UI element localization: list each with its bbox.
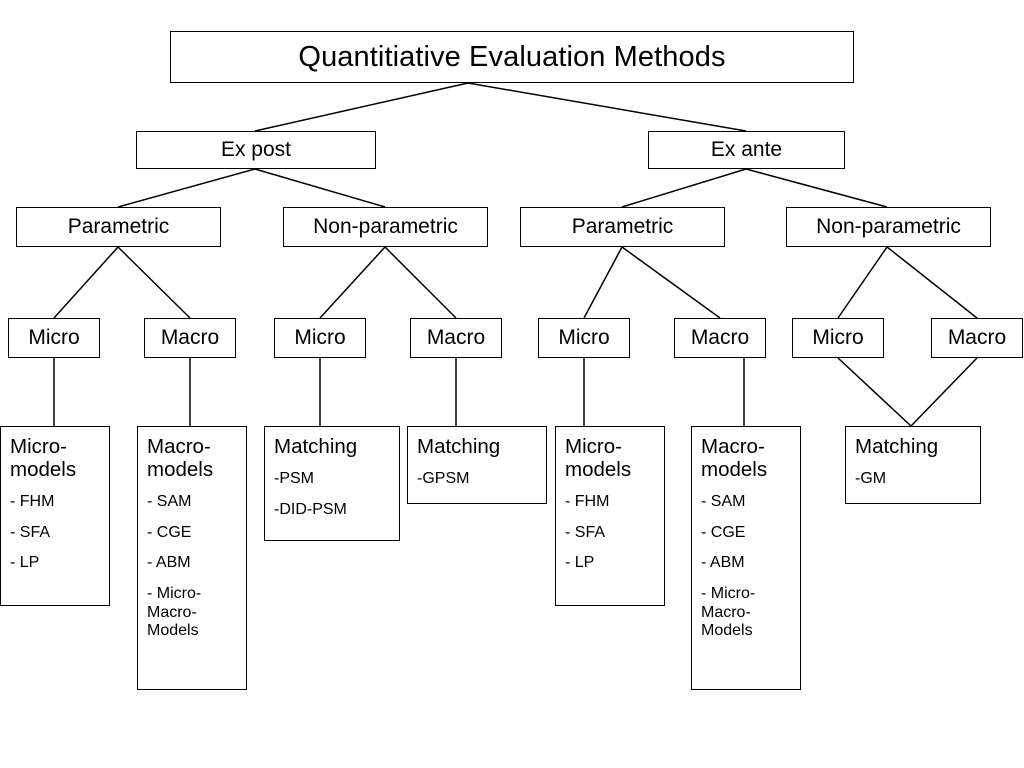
node-title[interactable]: Quantitiative Evaluation Methods <box>170 31 854 83</box>
leaf-item: -PSM <box>274 470 314 488</box>
node-exante-nonparam-micro-label: Micro <box>812 326 864 349</box>
node-expost-param-micro-label: Micro <box>28 326 80 349</box>
leaf-item: - SAM <box>701 493 746 511</box>
node-exante-parametric-label: Parametric <box>571 215 674 238</box>
node-exante-nonparametric[interactable]: Non-parametric <box>786 207 991 247</box>
leaf-item: - ABM <box>147 554 191 572</box>
node-ex-ante[interactable]: Ex ante <box>648 131 845 169</box>
leaf-item: - Micro- Macro- Models <box>147 584 202 640</box>
node-exante-parametric[interactable]: Parametric <box>520 207 725 247</box>
leaf-item: - ABM <box>701 554 745 572</box>
node-exante-nonparam-macro-label: Macro <box>947 326 1007 349</box>
leaf-item: - SFA <box>10 523 51 541</box>
node-expost-nonparam-macro-label: Macro <box>426 326 486 349</box>
node-exante-param-macro[interactable]: Macro <box>674 318 766 358</box>
connector-micro4-to-matching <box>837 357 912 427</box>
leaf-item: - Micro- Macro- Models <box>701 584 756 640</box>
node-expost-param-micro[interactable]: Micro <box>8 318 100 358</box>
leaf-item: -GPSM <box>417 470 470 488</box>
leaf-title: Micro- models <box>565 435 632 482</box>
node-expost-parametric-label: Parametric <box>67 215 170 238</box>
node-expost-nonparametric-label: Non-parametric <box>313 215 458 238</box>
leaf-item: - FHM <box>565 493 610 511</box>
leaf-expost-param-micro-models[interactable]: Micro- models - FHM - SFA - LP <box>0 426 110 606</box>
leaf-expost-nonparam-macro-matching[interactable]: Matching -GPSM <box>407 426 547 504</box>
connector-param2-to-micro <box>583 246 623 319</box>
connector-exante-to-nonparametric <box>745 168 888 208</box>
node-ex-ante-label: Ex ante <box>710 138 783 161</box>
connector-title-to-expost <box>254 82 469 132</box>
node-expost-nonparametric[interactable]: Non-parametric <box>283 207 488 247</box>
leaf-item: - LP <box>565 554 595 572</box>
node-exante-nonparam-macro[interactable]: Macro <box>931 318 1023 358</box>
leaf-title: Micro- models <box>10 435 77 482</box>
leaf-item: -DID-PSM <box>274 500 347 518</box>
leaf-title: Matching <box>855 435 939 458</box>
leaf-item: - FHM <box>10 493 55 511</box>
node-ex-post-label: Ex post <box>220 138 292 161</box>
node-title-label: Quantitiative Evaluation Methods <box>298 40 726 73</box>
leaf-item: - CGE <box>701 523 746 541</box>
connector-param1-to-micro <box>53 246 119 319</box>
node-expost-param-macro[interactable]: Macro <box>144 318 236 358</box>
connector-param2-to-macro <box>621 246 721 319</box>
node-ex-post[interactable]: Ex post <box>136 131 376 169</box>
connector-exante-to-parametric <box>621 168 747 208</box>
node-exante-param-macro-label: Macro <box>690 326 750 349</box>
leaf-expost-nonparam-micro-matching[interactable]: Matching -PSM -DID-PSM <box>264 426 400 541</box>
leaf-item: - LP <box>10 554 40 572</box>
leaf-title: Matching <box>274 435 358 458</box>
leaf-expost-param-macro-models[interactable]: Macro- models - SAM - CGE - ABM - Micro-… <box>137 426 247 690</box>
leaf-exante-param-macro-models[interactable]: Macro- models - SAM - CGE - ABM - Micro-… <box>691 426 801 690</box>
node-exante-nonparam-micro[interactable]: Micro <box>792 318 884 358</box>
node-exante-nonparametric-label: Non-parametric <box>816 215 961 238</box>
connector-nonparam1-to-micro <box>319 246 386 319</box>
connector-expost-to-parametric <box>117 168 256 208</box>
leaf-item: - CGE <box>147 523 192 541</box>
node-exante-param-micro-label: Micro <box>558 326 610 349</box>
connector-param1-to-macro <box>117 246 191 319</box>
leaf-item: - SFA <box>565 523 606 541</box>
node-exante-param-micro[interactable]: Micro <box>538 318 630 358</box>
node-expost-nonparam-micro[interactable]: Micro <box>274 318 366 358</box>
node-expost-nonparam-macro[interactable]: Macro <box>410 318 502 358</box>
leaf-item: - SAM <box>147 493 192 511</box>
connector-nonparam2-to-micro <box>837 246 888 319</box>
connector-expost-to-nonparametric <box>254 168 386 208</box>
leaf-exante-nonparam-matching[interactable]: Matching -GM <box>845 426 981 504</box>
leaf-exante-param-micro-models[interactable]: Micro- models - FHM - SFA - LP <box>555 426 665 606</box>
node-expost-parametric[interactable]: Parametric <box>16 207 221 247</box>
connector-nonparam2-to-macro <box>886 246 978 319</box>
node-expost-param-macro-label: Macro <box>160 326 220 349</box>
connector-macro4-to-matching <box>910 357 978 427</box>
connector-nonparam1-to-macro <box>384 246 457 319</box>
leaf-item: -GM <box>855 470 887 488</box>
node-expost-nonparam-micro-label: Micro <box>294 326 346 349</box>
leaf-title: Macro- models <box>701 435 768 482</box>
leaf-title: Macro- models <box>147 435 214 482</box>
leaf-title: Matching <box>417 435 501 458</box>
connector-title-to-exante <box>467 82 747 132</box>
